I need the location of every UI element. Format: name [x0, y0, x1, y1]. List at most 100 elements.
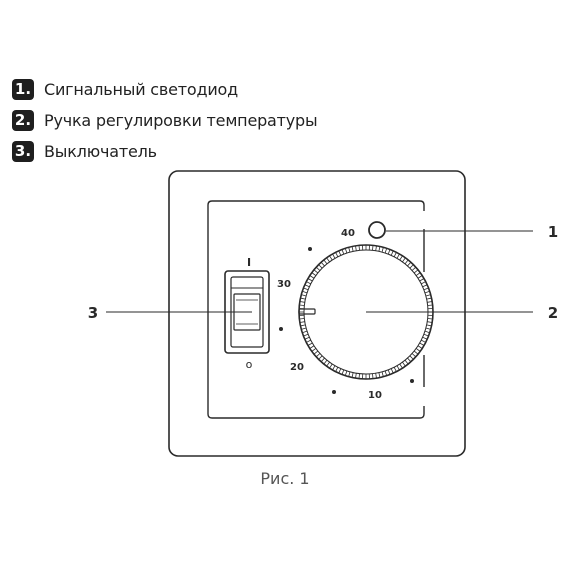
knob-grip-tick: [320, 357, 325, 363]
knob-grip-tick: [335, 367, 339, 372]
scale-dot: [410, 379, 414, 383]
knob-grip-tick: [375, 373, 377, 379]
knob-grip-tick: [318, 264, 323, 269]
legend-text: Сигнальный светодиод: [44, 79, 238, 99]
knob-grip-tick: [323, 259, 328, 265]
signal-led: [368, 221, 386, 239]
knob-grip-tick: [417, 345, 423, 349]
scale-label-40: 40: [341, 228, 355, 239]
knob-grip-tick: [411, 266, 417, 271]
knob-grip-tick: [309, 345, 315, 349]
knob-grip-tick: [393, 252, 397, 257]
knob-grip-tick: [309, 275, 315, 279]
knob-grip-tick: [320, 261, 325, 267]
knob-grip-tick: [396, 253, 400, 259]
knob-grip-tick: [427, 318, 433, 320]
knob-grip-tick: [411, 353, 417, 358]
knob-grip-tick: [313, 269, 319, 274]
knob-grip-tick: [304, 284, 310, 288]
knob-grip-tick: [423, 287, 429, 291]
knob-grip-tick: [384, 370, 388, 376]
knob-grip-tick: [344, 248, 348, 254]
knob-grip-tick: [384, 248, 388, 254]
legend-item-switch: 3. Выключатель: [12, 140, 317, 162]
knob-grip-tick: [422, 336, 428, 340]
knob-grip-tick: [348, 371, 351, 377]
knob-grip-tick: [311, 348, 317, 352]
knob-grip-tick: [381, 247, 384, 253]
knob-grip-tick: [424, 290, 430, 294]
knob-grip-tick: [299, 304, 305, 306]
knob-grip-tick: [409, 355, 414, 360]
knob-grip-tick: [341, 369, 345, 375]
knob-grip-tick: [302, 290, 308, 294]
knob-grip-tick: [358, 245, 360, 251]
knob-grip-tick: [299, 301, 305, 303]
callout-number-2: 2: [548, 304, 558, 322]
knob-grip-tick: [329, 255, 333, 261]
knob-grip-tick: [351, 372, 354, 378]
knob-grip-tick: [313, 350, 319, 355]
knob-grip-tick: [315, 353, 321, 358]
knob-grip-tick: [332, 253, 336, 259]
scale-label-30: 30: [277, 279, 291, 290]
knob-grip-tick: [427, 301, 433, 303]
knob-grip-tick: [323, 359, 328, 365]
scale-dot: [279, 327, 283, 331]
switch-on-label: I: [247, 256, 251, 269]
knob-grip-tick: [415, 272, 421, 276]
knob-grip-tick: [303, 333, 309, 337]
scale-label-20: 20: [290, 362, 304, 373]
knob-grip-tick: [341, 249, 345, 255]
knob-grip-tick: [390, 368, 394, 374]
knob-grip-tick: [306, 339, 311, 343]
knob-grip-tick: [396, 365, 400, 371]
knob-grip-tick: [329, 363, 333, 369]
knob-grip-tick: [415, 348, 421, 352]
knob-grip-tick: [402, 257, 406, 263]
knob-grip-tick: [344, 370, 348, 376]
knob-grip-tick: [390, 250, 394, 256]
knob-grip-tick: [404, 359, 409, 365]
knob-grip-tick: [304, 336, 310, 340]
knob-grip-tick: [407, 261, 412, 267]
knob-grip-tick: [338, 368, 342, 374]
knob-grip-tick: [413, 350, 419, 355]
knob-grip-tick: [409, 264, 414, 269]
knob-grip-tick: [407, 357, 412, 363]
knob-grip-tick: [355, 373, 357, 379]
knob-grip-tick: [421, 281, 426, 285]
knob-grip-tick: [413, 269, 419, 274]
knob-grip-tick: [301, 294, 307, 297]
knob-grip-tick: [326, 361, 330, 367]
knob-grip-tick: [417, 275, 423, 279]
knob-grip-tick: [381, 371, 384, 377]
knob-grip-tick: [423, 333, 429, 337]
knob-grip-tick: [425, 294, 431, 297]
knob-grip-tick: [303, 287, 309, 291]
knob-grip-tick: [426, 297, 432, 300]
outer-frame: [168, 170, 466, 457]
legend-text: Ручка регулировки температуры: [44, 110, 318, 130]
knob-grip-tick: [300, 297, 306, 300]
knob-grip-tick: [424, 330, 430, 334]
knob-grip-ticks: [299, 245, 433, 379]
knob-grip-tick: [399, 255, 403, 261]
knob-grip-tick: [300, 324, 306, 327]
knob-grip-tick: [421, 339, 426, 343]
legend-item-led: 1. Сигнальный светодиод: [12, 78, 317, 100]
figure-caption: Рис. 1: [260, 469, 310, 488]
legend-item-knob: 2. Ручка регулировки температуры: [12, 109, 318, 131]
legend-number-badge: 3.: [12, 140, 34, 162]
knob-grip-tick: [399, 363, 403, 369]
knob-grip-tick: [301, 327, 307, 330]
knob-grip-tick: [302, 330, 308, 334]
knob-grip-tick: [306, 281, 311, 285]
callout-number-3: 3: [88, 304, 98, 322]
scale-dot: [308, 247, 312, 251]
knob-grip-tick: [307, 278, 313, 282]
knob-grip-tick: [315, 266, 321, 271]
knob-grip-tick: [378, 246, 381, 252]
callout-number-1: 1: [548, 223, 558, 241]
